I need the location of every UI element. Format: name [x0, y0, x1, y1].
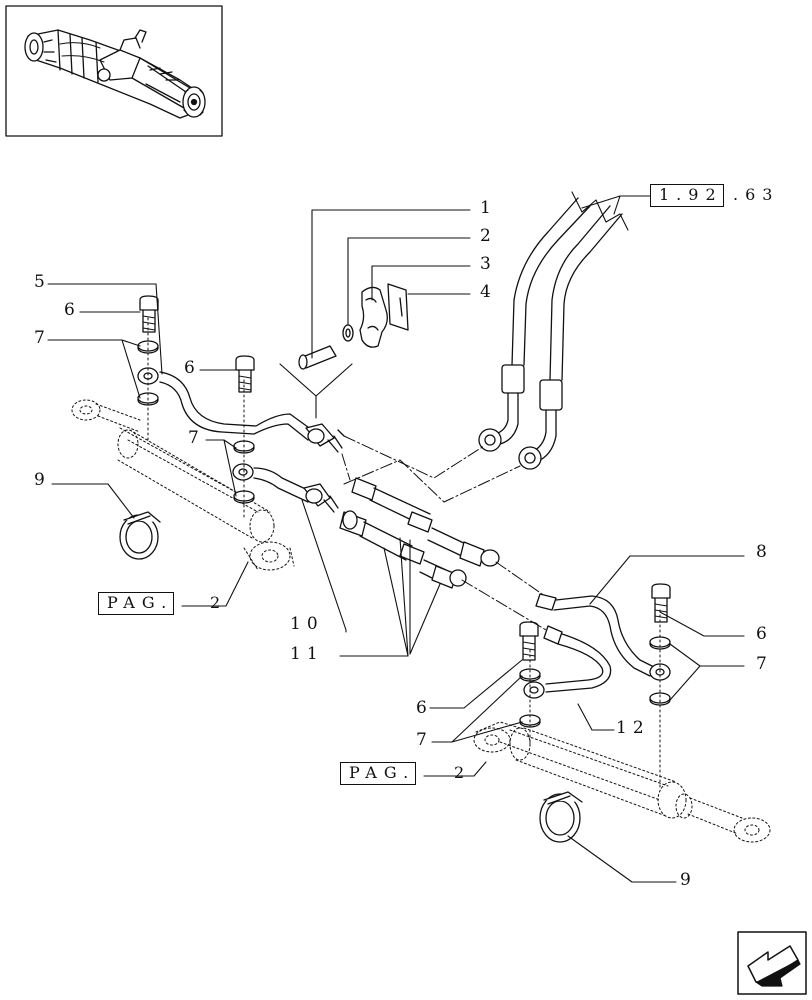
callout-8: 8 [756, 542, 773, 562]
pipe-12 [523, 625, 612, 699]
leader-lines [47, 195, 745, 883]
callout-11: 11 [290, 644, 324, 664]
washer-7-c [649, 636, 671, 706]
callout-12: 12 [616, 718, 650, 738]
pipe-5 [137, 367, 313, 441]
return-hoses [478, 191, 629, 470]
callout-7-b: 7 [188, 428, 205, 448]
ref-box-1-92[interactable]: 1.92 [650, 184, 724, 207]
ref-suffix-63: .63 [733, 185, 780, 204]
callout-6-d: 6 [416, 698, 433, 718]
callout-7-d: 7 [416, 730, 433, 750]
steering-cylinder-right [473, 721, 771, 843]
pipe-10 [232, 463, 313, 503]
ref-pag-left-page: 2 [210, 593, 228, 612]
bolt-6-c [651, 583, 671, 623]
ref-box-pag-right[interactable]: PAG. [340, 762, 417, 785]
clamp-left [119, 511, 161, 560]
bolt-6-b [235, 355, 255, 393]
callout-4: 4 [480, 282, 497, 302]
next-page-arrow-icon[interactable] [737, 931, 807, 995]
callout-9-a: 9 [34, 470, 51, 490]
callout-2: 2 [480, 226, 497, 246]
bolt-1 [298, 345, 337, 370]
assembly-lines [147, 317, 661, 791]
bolt-6-a [139, 295, 159, 333]
steering-cylinder-left [71, 399, 295, 571]
plate-4 [387, 283, 409, 331]
callout-5: 5 [34, 272, 51, 292]
ref-box-pag-left[interactable]: PAG. [98, 592, 175, 615]
bracket-3 [359, 286, 388, 348]
hose-11-upper [351, 477, 500, 567]
callout-6-b: 6 [184, 358, 201, 378]
callout-10: 10 [290, 614, 324, 634]
hose-11-lower [339, 510, 467, 589]
ref-pag-right-page: 2 [454, 763, 472, 782]
callout-6-a: 6 [64, 300, 81, 320]
callout-7-c: 7 [756, 654, 773, 674]
callout-3: 3 [480, 254, 497, 274]
callout-9-b: 9 [680, 870, 697, 890]
axle-thumbnail-icon[interactable] [5, 5, 223, 137]
clamp-right [539, 791, 583, 843]
callout-7-a: 7 [34, 328, 51, 348]
dash-dot-lines [341, 435, 547, 631]
callout-6-c: 6 [756, 624, 773, 644]
bolt-6-d [519, 621, 539, 661]
fittings-center [303, 423, 345, 513]
callout-1: 1 [480, 198, 497, 218]
washer-2 [342, 324, 354, 342]
